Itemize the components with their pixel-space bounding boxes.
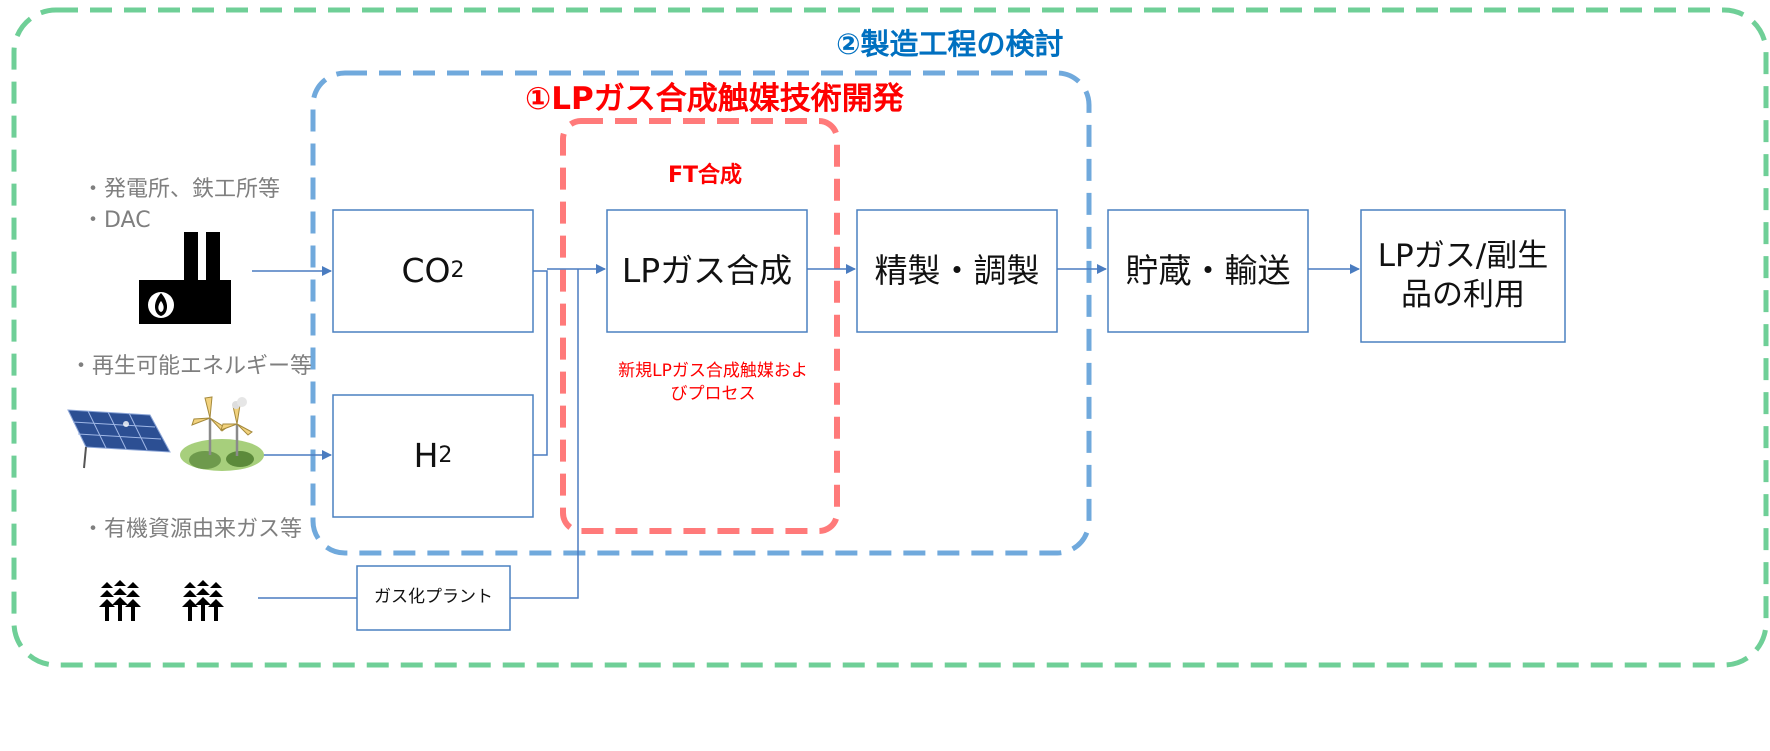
utilization-line-2: 品の利用 bbox=[1401, 277, 1525, 313]
gasification-box bbox=[356, 565, 511, 631]
h2-box bbox=[332, 394, 534, 518]
gasification-feed-line bbox=[510, 269, 579, 599]
co2-box bbox=[332, 209, 534, 333]
solar-panel-icon bbox=[67, 409, 171, 469]
ft-region-label: FT合成 bbox=[668, 163, 743, 188]
lpg-synthesis-box bbox=[606, 209, 808, 333]
source-organic: ・有機資源由来ガス等 bbox=[82, 517, 303, 542]
wind-turbine-icon bbox=[180, 396, 264, 471]
utilization-label: LPガス/副生 品の利用 bbox=[1361, 210, 1565, 342]
co2-main-text: CO bbox=[401, 251, 451, 291]
factory-icon bbox=[139, 232, 231, 324]
outer-region-border bbox=[11, 7, 1769, 668]
connectors bbox=[252, 264, 1360, 599]
refining-box bbox=[856, 209, 1058, 333]
trees-icon bbox=[99, 580, 224, 621]
utilization-box bbox=[1360, 209, 1566, 343]
h2-subscript: 2 bbox=[438, 443, 453, 469]
utilization-line-1: LPガス/副生 bbox=[1377, 238, 1549, 275]
h2-main-text: H bbox=[413, 436, 439, 476]
catalyst-region-label: ①LPガス合成触媒技術開発 bbox=[525, 81, 904, 117]
co2-subscript: 2 bbox=[450, 258, 465, 284]
refining-label: 精製・調製 bbox=[874, 251, 1040, 291]
storage-box bbox=[1107, 209, 1309, 333]
manufacturing-region-border bbox=[310, 70, 1092, 556]
catalyst-note: 新規LPガス合成触媒およびプロセス bbox=[618, 361, 808, 404]
source-renewables: ・再生可能エネルギー等 bbox=[70, 354, 313, 379]
storage-label: 貯蔵・輸送 bbox=[1125, 251, 1291, 291]
lpg-synthesis-label: LPガス合成 bbox=[621, 251, 793, 291]
source-dac: ・DAC bbox=[82, 208, 151, 233]
co2-to-merge-line bbox=[533, 270, 548, 456]
outer-region-label: ②製造工程の検討 bbox=[836, 27, 1064, 61]
source-power-plants: ・発電所、鉄工所等 bbox=[82, 177, 281, 202]
gasification-label: ガス化プラント bbox=[374, 587, 493, 608]
ft-region-border bbox=[560, 118, 840, 534]
